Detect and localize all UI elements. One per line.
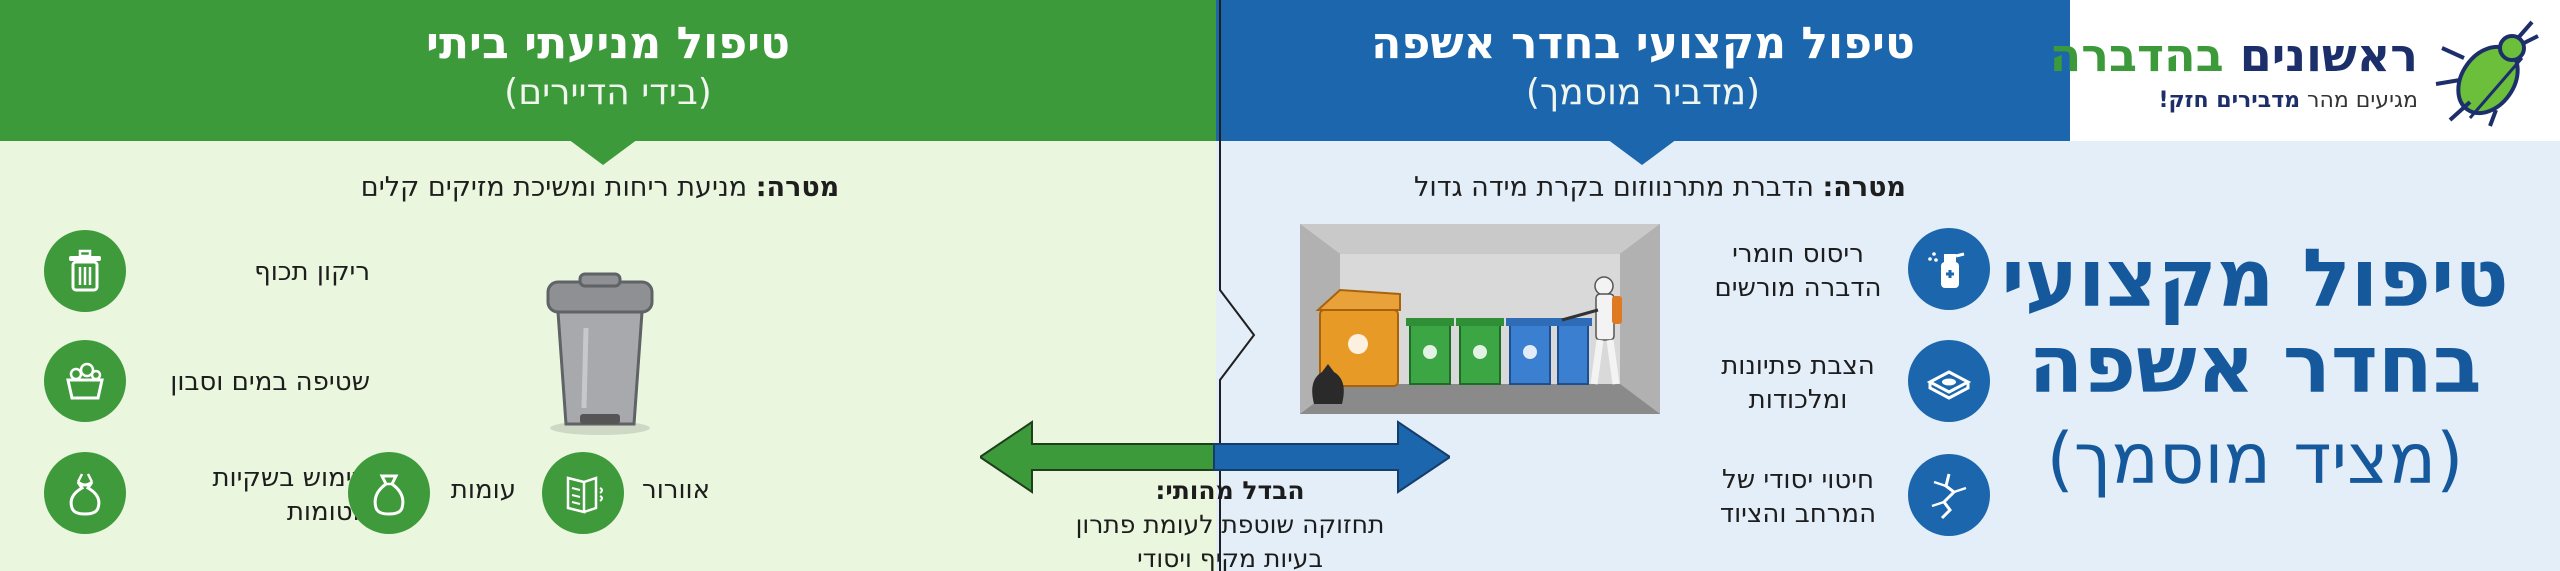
item-label-sealed-bags: שימוש בשקיות אטומות (140, 462, 370, 530)
spray-bottle-icon (1908, 228, 1990, 310)
item-label-disinfection-line2: המרחב והציוד (1719, 498, 1877, 529)
home-title: טיפול מניעתי ביתי (426, 18, 790, 69)
pro-goal: מטרה: הדברת מתרנווזום בקרת מידה גדול (1380, 172, 1940, 203)
soap-bucket-icon (44, 340, 126, 422)
item-label-spraying-line1: ריסוס חומרי (1732, 239, 1864, 269)
difference-box: הבדל מהותי: תחזוקה שוטפת לעומת פתרון בעי… (1020, 474, 1440, 571)
item-label-sealed-bags-line2: אטומות (286, 496, 370, 527)
item-label-wash: שטיפה במים וסבון (170, 367, 370, 397)
home-subtitle: (בידי הדיירים) (504, 72, 712, 113)
item-label-ventilation: אוורור (642, 475, 710, 505)
big-title: טיפול מקצועי בחדר אשפה (1990, 232, 2520, 412)
pro-goal-label: מטרה: (1822, 172, 1906, 203)
pro-goal-text: הדברת מתרנווזום בקרת מידה גדול (1414, 172, 1814, 203)
pro-header (1216, 0, 2070, 141)
logo-name-part1: ראשונים (2239, 28, 2418, 82)
trash-can-icon (44, 230, 126, 312)
item-label-baits: הצבת פתיונות ומלכודות (1700, 350, 1896, 418)
crack-disinfect-icon (1908, 454, 1990, 536)
logo-name-part2: בהדברה (2049, 28, 2224, 82)
difference-title: הבדל מהותי: (1155, 476, 1305, 505)
item-label-sack: עומות (450, 475, 516, 505)
home-header-pointer (568, 139, 638, 165)
item-label-disinfection: חיטוי יסודי של המרחב והציוד (1700, 464, 1896, 532)
pro-title: טיפול מקצועי בחדר אשפה (1371, 18, 1915, 69)
home-goal: מטרה: מניעת ריחות ומשיכת מזיקים קלים (330, 172, 870, 203)
difference-line1: תחזוקה שוטפת לעומת פתרון (1075, 509, 1385, 539)
item-label-sealed-bags-line1: שימוש בשקיות (212, 463, 370, 493)
pro-subtitle: (מדביר מוסמך) (1525, 72, 1761, 113)
big-subtitle: (מציד מוסמך) (2046, 418, 2464, 500)
home-goal-label: מטרה: (755, 172, 840, 203)
logo-tagline-part2: מדבירים חזק! (2158, 88, 2301, 113)
garbage-bag-icon (44, 452, 126, 534)
item-label-frequent-emptying: ריקון תכוף (254, 257, 370, 287)
item-label-baits-line1: הצבת פתיונות (1721, 351, 1875, 381)
big-title-line2: בחדר אשפה (2028, 318, 2482, 412)
big-title-line1: טיפול מקצועי (2001, 232, 2509, 325)
comparison-double-arrow (980, 420, 1450, 494)
item-label-disinfection-line1: חיטוי יסודי של (1721, 465, 1875, 495)
home-goal-text: מניעת ריחות ומשיכת מזיקים קלים (360, 172, 748, 203)
difference-line2: בעיות מקיף ויסודי (1137, 543, 1323, 571)
item-label-baits-line2: ומלכודות (1748, 384, 1848, 415)
sack-icon (348, 452, 430, 534)
pro-header-pointer (1607, 139, 1677, 165)
home-header (0, 0, 1216, 141)
item-label-spraying-line2: הדברה מורשים (1714, 272, 1882, 303)
logo-tagline: מגיעים מהר מדבירים חזק! (2098, 88, 2418, 113)
item-label-spraying: ריסוס חומרי הדברה מורשים (1700, 238, 1896, 306)
bait-trap-icon (1908, 340, 1990, 422)
trash-bin-illustration (546, 272, 654, 435)
garbage-room-illustration (1300, 224, 1660, 414)
logo-name: ראשונים בהדברה (2050, 28, 2418, 82)
logo-tagline-part1: מגיעים מהר (2307, 88, 2418, 113)
bug-logo-icon (2435, 20, 2539, 127)
ventilation-icon (542, 452, 624, 534)
